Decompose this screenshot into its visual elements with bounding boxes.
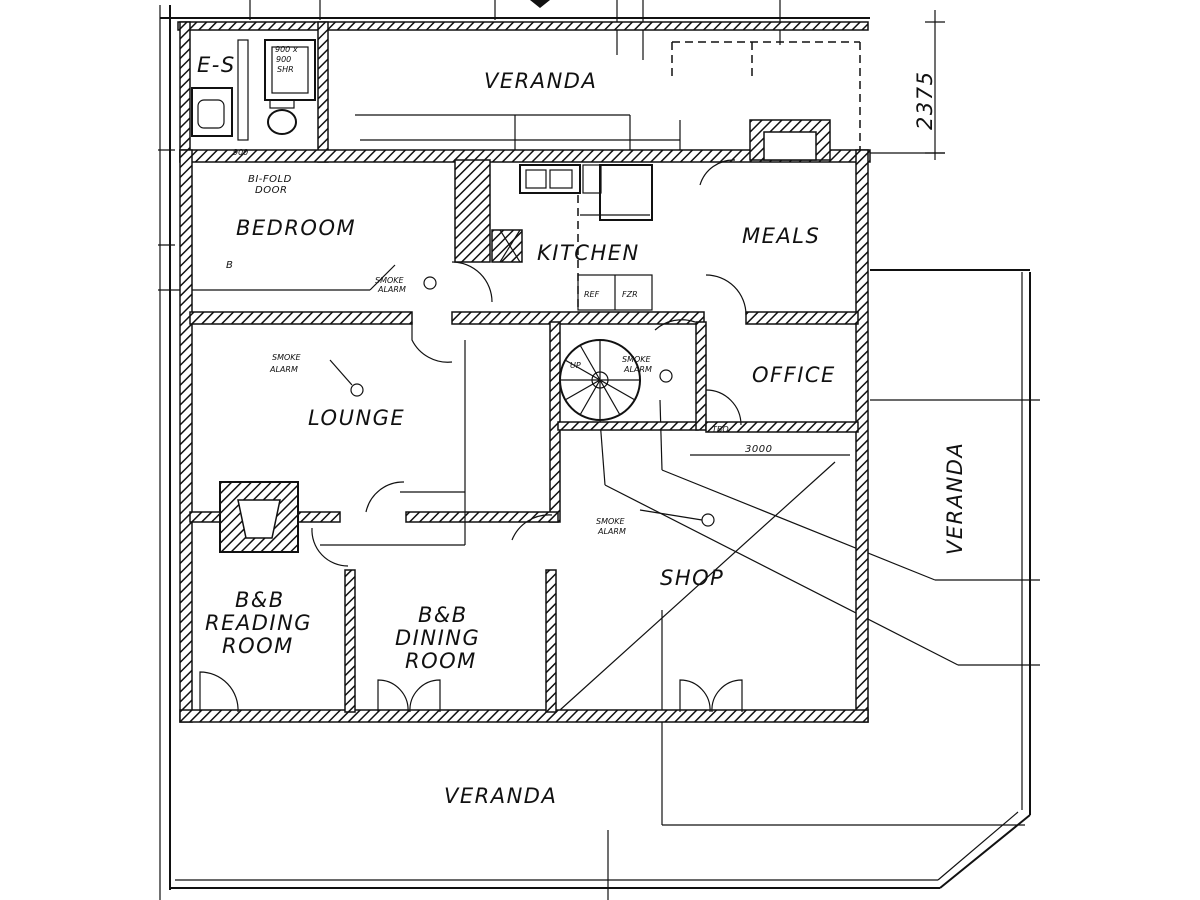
label-dining-room-2: DINING <box>395 626 480 650</box>
note-ref: REF <box>584 290 600 299</box>
kitchen-fixtures <box>499 164 653 311</box>
note-fzr: FZR <box>622 290 638 299</box>
label-bedroom: BEDROOM <box>236 216 356 240</box>
site-lines <box>158 0 1040 900</box>
note-bed: B <box>226 260 233 271</box>
note-smoke-alarm-bed-2: ALARM <box>377 285 406 294</box>
label-kitchen: KITCHEN <box>537 241 640 265</box>
note-bifold-2: DOOR <box>255 185 287 196</box>
label-dining-room-1: B&B <box>418 603 468 627</box>
label-veranda-top: VERANDA <box>484 69 597 93</box>
door-swing-icon <box>199 159 747 713</box>
label-shop: SHOP <box>660 566 724 590</box>
note-smoke-alarm-stair-2: ALARM <box>623 365 652 374</box>
note-stair-up: UP <box>570 361 581 370</box>
label-reading-room-3: ROOM <box>222 634 294 658</box>
dim-office-tag: TBO <box>712 425 729 434</box>
room-labels: VERANDA E-S BEDROOM KITCHEN MEALS OFFICE… <box>197 53 967 808</box>
dim-ensuite-tag: 900 <box>233 148 248 157</box>
stair-icon <box>559 339 641 421</box>
note-shower-2: 900 <box>276 55 291 64</box>
note-shower-3: SHR <box>277 65 294 74</box>
walls <box>177 21 871 723</box>
ensuite-fixtures <box>191 39 316 141</box>
note-smoke-alarm-bed-1: SMOKE <box>375 276 405 285</box>
label-veranda-right: VERANDA <box>943 442 967 555</box>
note-smoke-alarm-lounge-2: ALARM <box>269 365 298 374</box>
label-ensuite: E-S <box>197 53 236 77</box>
smoke-alarm-icon <box>329 276 715 527</box>
note-smoke-alarm-shop-1: SMOKE <box>596 517 626 526</box>
label-dining-room-3: ROOM <box>405 649 477 673</box>
note-bifold-1: BI-FOLD <box>248 174 292 185</box>
dim-top: 2375 <box>913 71 937 130</box>
note-shower-1: 900 x <box>275 45 298 54</box>
label-reading-room-1: B&B <box>235 588 285 612</box>
label-office: OFFICE <box>752 363 836 387</box>
note-smoke-alarm-lounge-1: SMOKE <box>272 353 302 362</box>
dim-office-width: 3000 <box>745 444 772 455</box>
fireplace <box>219 481 299 553</box>
label-lounge: LOUNGE <box>308 406 405 430</box>
note-smoke-alarm-shop-2: ALARM <box>597 527 626 536</box>
label-reading-room-2: READING <box>205 611 312 635</box>
label-veranda-bottom: VERANDA <box>444 784 557 808</box>
label-meals: MEALS <box>742 224 820 248</box>
note-smoke-alarm-stair-1: SMOKE <box>622 355 652 364</box>
notes: BI-FOLD DOOR 900 x 900 SHR SMOKE ALARM S… <box>226 45 937 536</box>
